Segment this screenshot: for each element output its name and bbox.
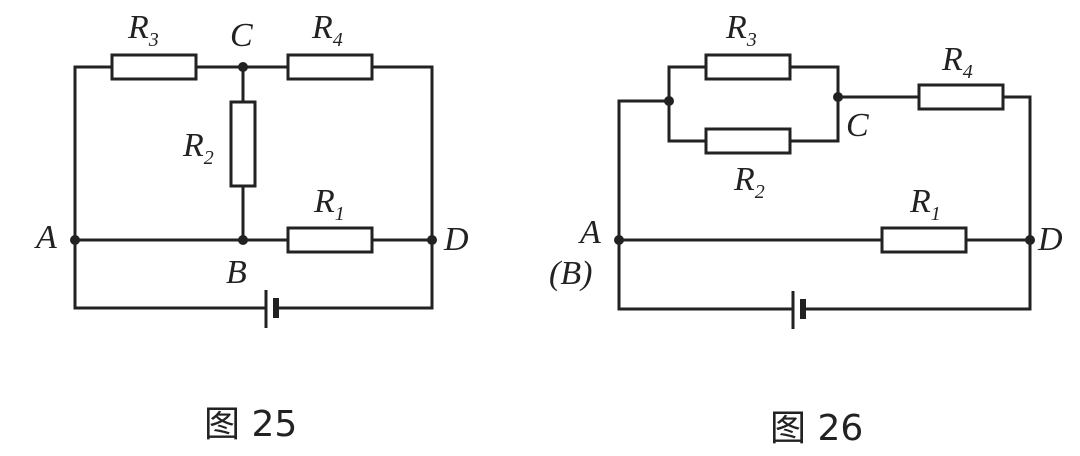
wire-top-right	[370, 65, 434, 242]
label-r3: R3	[127, 9, 159, 51]
resistor-r3	[110, 53, 198, 81]
node-label-d: D	[1037, 221, 1063, 258]
node-b-dot	[238, 235, 248, 245]
resistor-r3	[704, 53, 792, 81]
node-label-a: A	[34, 219, 57, 256]
resistor-r4	[917, 83, 1005, 111]
figure-caption: 图 26	[770, 408, 863, 449]
label-r2: R2	[733, 161, 765, 203]
node-c-dot	[833, 92, 843, 102]
wire-r4-to-d	[1001, 95, 1032, 242]
wire-battery-loop	[73, 238, 434, 310]
resistor-r1	[880, 226, 968, 254]
label-r3: R3	[725, 9, 757, 51]
figure-caption: 图 25	[204, 404, 297, 445]
node-d-dot	[1025, 235, 1035, 245]
label-r1: R1	[909, 183, 941, 225]
node-left-junction-dot	[664, 96, 674, 106]
node-label-c: C	[846, 107, 869, 144]
resistor-r2	[704, 127, 792, 155]
wire-battery-loop	[617, 238, 1032, 311]
wire-top-left	[73, 65, 114, 242]
label-r1: R1	[313, 183, 345, 225]
label-r4: R4	[311, 9, 343, 51]
node-label-d: D	[443, 221, 469, 258]
node-label-b: B	[226, 254, 247, 291]
figure-25: R3 R4 R2 R1 A C B D 图 25	[34, 9, 469, 445]
wire-a-to-parallel	[617, 99, 671, 242]
wire-parallel-box	[667, 65, 840, 143]
node-a-dot	[614, 235, 624, 245]
node-c-dot	[238, 62, 248, 72]
node-d-dot	[427, 235, 437, 245]
label-r2: R2	[182, 127, 214, 169]
resistor-r4	[286, 53, 374, 81]
label-r4: R4	[941, 41, 973, 83]
resistor-r1	[286, 226, 374, 254]
figure-26: R3 R2 R4 R1 A (B) C D 图 26	[549, 9, 1063, 449]
resistor-r2	[229, 100, 257, 188]
node-label-c: C	[230, 17, 253, 54]
node-label-a: A	[578, 214, 601, 251]
node-a-dot	[70, 235, 80, 245]
node-label-b: (B)	[549, 255, 592, 292]
